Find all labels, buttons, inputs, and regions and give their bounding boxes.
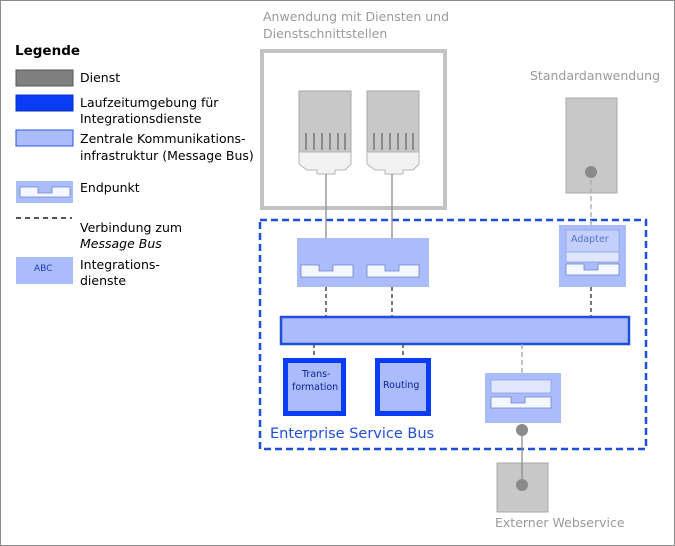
legend-integration-swatch — [16, 257, 73, 284]
app-services-box — [260, 49, 447, 210]
legend-endpoint-icon — [19, 186, 71, 198]
legend-bus-label-1: Zentrale Kommunikations- — [80, 131, 246, 146]
webservice-port-bottom — [516, 479, 528, 491]
legend-endpoint-swatch — [16, 181, 73, 203]
external-webservice-label: Externer Webservice — [495, 515, 625, 530]
esb-boundary — [258, 218, 648, 451]
service-endpoints-block — [297, 238, 429, 287]
service-1 — [298, 90, 352, 175]
legend-connection-label-2: Message Bus — [80, 236, 162, 251]
legend-integration-label-1: Integrations- — [80, 257, 160, 272]
legend-runtime-label-1: Laufzeitumgebung für — [80, 95, 219, 110]
standard-app-port — [585, 166, 597, 178]
app-services-label-1: Anwendung mit Diensten und — [263, 9, 450, 24]
endpoint-icon-2 — [366, 264, 420, 278]
legend-connection-label-1: Verbindung zum — [80, 220, 183, 235]
legend-service-label: Dienst — [80, 70, 121, 85]
legend-bus-label-2: infrastruktur (Message Bus) — [80, 148, 254, 163]
endpoint-icon-1 — [300, 264, 354, 278]
legend-title: Legende — [15, 43, 81, 59]
legend-runtime-label-2: Integrationsdienste — [80, 111, 202, 126]
legend-bus-swatch — [15, 129, 74, 147]
adapter-label: Adapter — [571, 234, 609, 245]
standard-app-label: Standardanwendung — [530, 68, 660, 83]
transformation-label-2: formation — [292, 382, 339, 393]
legend-endpoint-label: Endpunkt — [80, 180, 140, 195]
esb-label: Enterprise Service Bus — [270, 426, 435, 442]
legend-service-swatch — [15, 69, 74, 87]
message-bus — [279, 315, 631, 346]
standard-app-box — [565, 97, 618, 194]
transformation-label-1: Trans- — [302, 369, 331, 380]
app-services-label-2: Dienstschnittstellen — [263, 26, 388, 41]
legend-runtime-swatch — [15, 94, 74, 112]
service-2 — [366, 90, 420, 175]
legend-abc-sample: ABC — [34, 264, 53, 274]
webservice-port-top — [516, 424, 528, 436]
routing-label: Routing — [383, 380, 420, 391]
legend-integration-label-2: dienste — [80, 273, 127, 288]
